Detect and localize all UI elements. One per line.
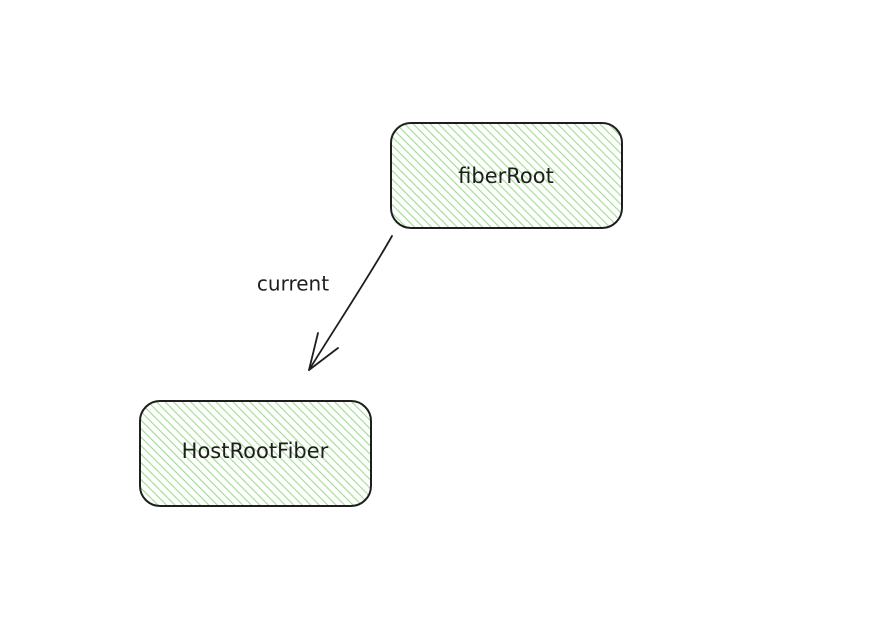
node-hostrootfiber[interactable]: HostRootFiber bbox=[139, 400, 372, 507]
node-fiberroot-label: fiberRoot bbox=[458, 164, 554, 188]
node-hostrootfiber-label: HostRootFiber bbox=[182, 439, 329, 463]
edge-current[interactable]: current bbox=[257, 235, 393, 371]
node-fiberroot[interactable]: fiberRoot bbox=[390, 122, 623, 229]
node-hostrootfiber-box bbox=[139, 400, 372, 507]
node-fiberroot-box bbox=[390, 122, 623, 229]
edge-current-arrowhead bbox=[308, 332, 339, 371]
edge-current-line bbox=[308, 235, 393, 371]
edge-current-label: current bbox=[257, 272, 329, 296]
